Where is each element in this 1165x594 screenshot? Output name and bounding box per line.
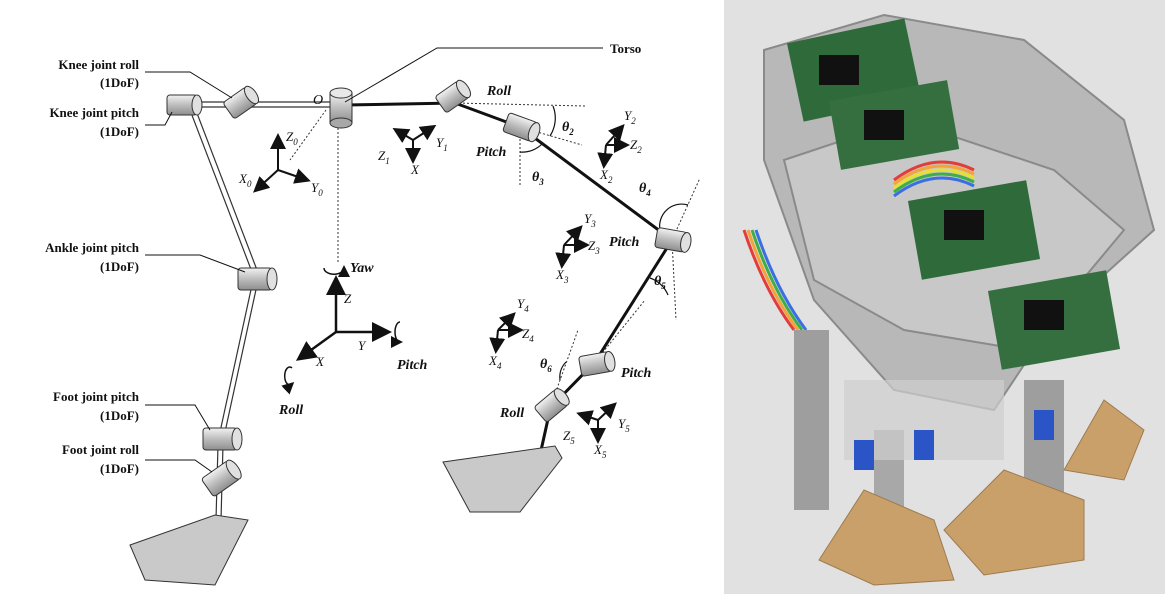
knee-joint-roll-dof: (1DoF) xyxy=(100,75,139,90)
ankle-joint-pitch-label: Ankle joint pitch xyxy=(45,240,140,255)
right-foot-plate xyxy=(442,445,563,513)
origin-label: O xyxy=(313,93,323,108)
world-z-label: Z xyxy=(344,291,352,306)
knee-joint-roll-label: Knee joint roll xyxy=(58,57,139,72)
foot-roll-cylinder-right xyxy=(534,388,570,422)
pitch-cylinder-2 xyxy=(654,227,692,253)
world-x-label: X xyxy=(315,354,325,369)
frame5-z-label: Z5 xyxy=(563,428,575,446)
frame0-y-label: Y0 xyxy=(311,180,323,198)
frame0-x-label: X0 xyxy=(238,171,252,189)
frame-4 xyxy=(489,312,524,354)
robot-feet xyxy=(818,399,1145,586)
left-leg xyxy=(185,101,345,521)
theta-5-label: θ5 xyxy=(654,274,666,291)
world-roll-label: Roll xyxy=(278,403,303,418)
frame1-y-label: Y1 xyxy=(436,135,448,153)
ankle-pitch-cylinder-left xyxy=(237,267,278,291)
frame5-y-label: Y5 xyxy=(618,416,630,434)
circuit-boards xyxy=(786,18,1121,370)
foot-joint-roll-label: Foot joint roll xyxy=(62,442,139,457)
theta-4-label: θ4 xyxy=(639,181,651,198)
world-rotation-arrows xyxy=(281,265,403,395)
frame-2 xyxy=(597,124,630,169)
frame4-x-label: X4 xyxy=(488,353,502,371)
joint-cylinders xyxy=(166,79,692,497)
torso-yaw-cylinder xyxy=(329,87,353,129)
frame2-x-label: X2 xyxy=(599,167,613,185)
frame1-z-label: Z1 xyxy=(378,148,390,166)
knee-roll-cylinder-left xyxy=(223,85,260,119)
pitch-cylinder-3 xyxy=(578,351,616,377)
ribbon-cables xyxy=(742,160,975,331)
theta-2-label: θ2 xyxy=(562,120,574,137)
world-y-label: Y xyxy=(358,338,367,353)
joint-pitch-2-label: Pitch xyxy=(609,235,640,250)
joint-pitch-1-label: Pitch xyxy=(476,145,507,160)
theta-6-label: θ6 xyxy=(540,357,552,374)
frame4-y-label: Y4 xyxy=(517,296,529,314)
foot-joint-roll-dof: (1DoF) xyxy=(100,461,139,476)
robot-kinematic-diagram: Knee joint roll (1DoF) Knee joint pitch … xyxy=(45,41,701,586)
frame-1 xyxy=(392,124,437,164)
frame0-z-label: Z0 xyxy=(286,129,298,147)
angle-arcs xyxy=(519,105,689,381)
frame3-z-label: Z3 xyxy=(588,238,600,256)
pitch-cylinder-1 xyxy=(502,112,541,143)
frame2-z-label: Z2 xyxy=(630,137,642,155)
frame4-z-label: Z4 xyxy=(522,326,534,344)
roll-cylinder-right xyxy=(435,79,472,113)
world-frame xyxy=(295,275,392,361)
ankle-joint-pitch-dof: (1DoF) xyxy=(100,259,139,274)
frame3-x-label: X3 xyxy=(555,267,569,285)
leader-lines xyxy=(145,47,603,473)
torso-label: Torso xyxy=(610,41,641,56)
knee-joint-pitch-label: Knee joint pitch xyxy=(49,105,139,120)
joint-pitch-3-label: Pitch xyxy=(621,366,652,381)
foot-joint-pitch-dof: (1DoF) xyxy=(100,408,139,423)
frame1-x-label: X xyxy=(410,162,420,177)
frame-5 xyxy=(576,402,617,444)
frame-0 xyxy=(253,133,311,193)
world-pitch-label: Pitch xyxy=(397,358,428,373)
robot-photo xyxy=(724,0,1165,594)
foot-joint-pitch-label: Foot joint pitch xyxy=(53,389,140,404)
joint-roll-foot-label: Roll xyxy=(499,406,524,421)
foot-pitch-cylinder-left xyxy=(202,427,243,451)
frame3-y-label: Y3 xyxy=(584,211,596,229)
knee-pitch-cylinder-left xyxy=(166,94,203,116)
frame5-x-label: X5 xyxy=(593,442,607,460)
knee-joint-pitch-dof: (1DoF) xyxy=(100,124,139,139)
foot-roll-cylinder-left xyxy=(201,459,242,497)
world-yaw-label: Yaw xyxy=(350,261,374,276)
left-foot-plate xyxy=(129,514,249,586)
joint-roll-top-label: Roll xyxy=(486,84,511,99)
frame-3 xyxy=(555,225,590,269)
frame2-y-label: Y2 xyxy=(624,108,636,126)
right-leg xyxy=(344,101,674,456)
theta-3-label: θ3 xyxy=(532,170,544,187)
